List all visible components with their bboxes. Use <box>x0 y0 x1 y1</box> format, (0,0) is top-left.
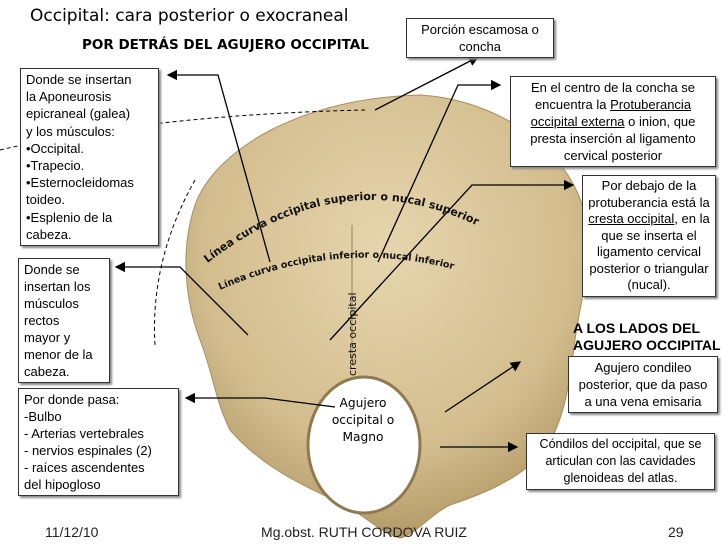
arrow-crest <box>329 179 575 341</box>
footer-date: 11/12/10 <box>45 524 99 540</box>
label-protuberance: En el centro de la concha se encuentra l… <box>510 76 716 167</box>
side-heading-line: AGUJERO OCCIPITAL <box>573 337 721 353</box>
label-line: músculos <box>24 296 79 311</box>
label-line: toideo. <box>26 192 66 208</box>
label-text: , en la que se inserta el ligamento cerv… <box>589 211 710 292</box>
label-text: En el centro de la concha se encuentra l… <box>530 80 696 112</box>
foramen-magnum <box>306 375 422 515</box>
label-line: rectos <box>24 313 60 328</box>
label-line: insertan los <box>24 279 91 294</box>
label-text: Cóndilos del occipital, que se articulan… <box>539 437 702 485</box>
side-heading: A LOS LADOS DEL AGUJERO OCCIPITAL <box>573 320 721 354</box>
label-line: -Bulbo <box>24 409 62 424</box>
arrow-foramen-contents <box>184 392 336 408</box>
label-text: Porción escamosa o concha <box>421 22 539 54</box>
label-line: epicraneal (galea) <box>26 106 131 122</box>
label-line: Magno <box>342 430 384 444</box>
arrow-galea <box>166 69 271 263</box>
label-condylar-canal: Agujero condileo posterior, que da paso … <box>568 356 718 413</box>
occipital-crest-label: cresta occipital <box>346 292 359 376</box>
slide-title: Occipital: cara posterior o exocraneal <box>30 6 349 26</box>
label-underlined: cresta occipital <box>588 211 675 226</box>
label-foramen-magnum: Agujero occipital o Magno <box>318 395 408 446</box>
arrow-squama <box>374 56 480 111</box>
label-line: - nervios espinales (2) <box>24 443 152 458</box>
label-line: Donde se insertan <box>26 72 132 87</box>
label-line: del hipogloso <box>24 477 101 492</box>
label-text: Agujero condileo posterior, que da paso … <box>578 360 708 409</box>
label-line: cabeza. <box>26 226 72 242</box>
label-line: •Occipital. <box>26 140 85 156</box>
label-crest: Por debajo de la protuberancia está la c… <box>582 175 716 297</box>
label-text: o inion, que presta inserción al ligamen… <box>530 114 696 163</box>
label-text: Por debajo de la protuberancia está la <box>588 178 710 210</box>
label-line: •Trapecio. <box>26 158 85 174</box>
label-rectus: Donde se insertan los músculos rectos ma… <box>18 258 110 383</box>
label-line: la Aponeurosis <box>26 89 112 105</box>
label-line: - raíces ascendentes <box>24 460 145 475</box>
label-condyles: Cóndilos del occipital, que se articulan… <box>526 433 715 490</box>
label-line: cabeza. <box>24 364 70 379</box>
label-line: mayor y <box>24 330 71 345</box>
label-line: Agujero <box>339 396 387 410</box>
arrow-protuberance <box>377 79 502 263</box>
label-foramen-contents: Por donde pasa: -Bulbo - Arterias verteb… <box>18 388 179 496</box>
arrow-rectus <box>114 261 249 336</box>
side-heading-line: A LOS LADOS DEL <box>573 320 701 336</box>
label-galea: Donde se insertan la Aponeurosis epicran… <box>20 68 159 247</box>
label-line: Donde se <box>24 262 80 277</box>
label-line: Por donde pasa: <box>24 392 120 407</box>
label-line: occipital o <box>331 413 395 427</box>
label-line: •Esplenio de la <box>26 209 113 225</box>
footer-author: Mg.obst. RUTH CORDOVA RUIZ <box>261 524 467 540</box>
label-line: y los músculos: <box>26 123 115 139</box>
label-underlined: Protuberancia occipital externa <box>530 97 692 129</box>
label-line: •Esternocleidomas <box>26 175 134 191</box>
dashed-guide <box>154 179 196 346</box>
label-line: - Arterias vertebrales <box>24 426 144 441</box>
arrow-condylar-canal <box>444 361 522 413</box>
slide-subtitle: POR DETRÁS DEL AGUJERO OCCIPITAL <box>82 37 369 53</box>
label-line: menor de la <box>24 347 93 362</box>
label-squama: Porción escamosa o concha <box>406 18 554 58</box>
footer-page-number: 29 <box>668 524 684 540</box>
